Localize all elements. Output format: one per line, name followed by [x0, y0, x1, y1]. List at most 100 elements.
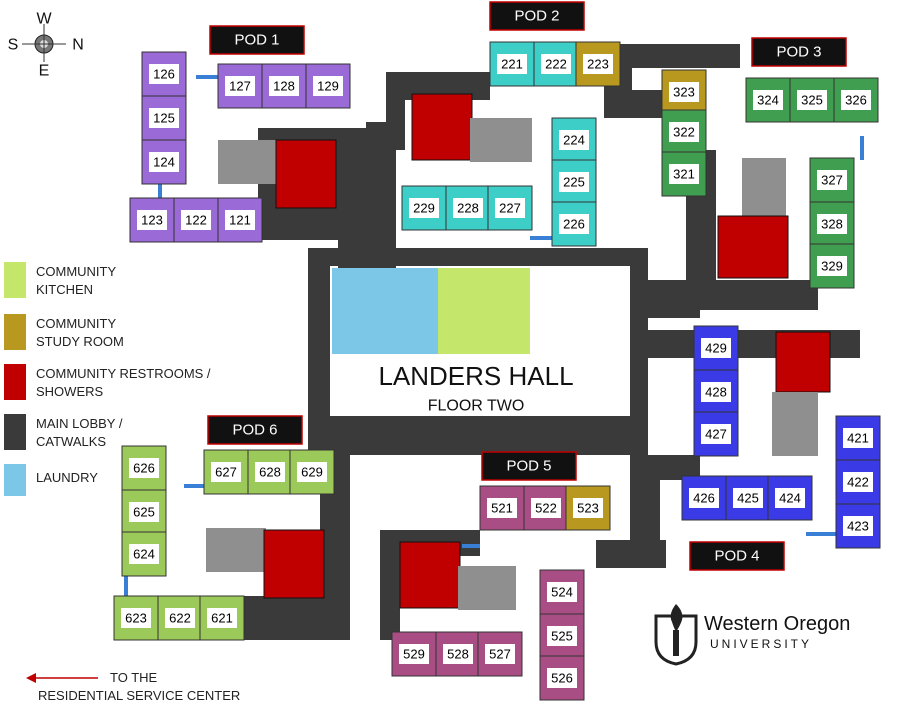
utility-room-pod3 — [742, 158, 786, 218]
pod5-label: POD 5 — [506, 458, 551, 475]
laundry-area — [332, 268, 438, 354]
room-label-box — [559, 214, 589, 234]
room-number: 628 — [259, 465, 281, 480]
room-number: 221 — [501, 57, 523, 72]
room-label-box — [453, 198, 483, 218]
restroom-pod2 — [411, 93, 473, 161]
compass-w: W — [36, 11, 52, 28]
room-number: 129 — [317, 79, 339, 94]
room-number: 424 — [779, 491, 801, 506]
room-label-box — [701, 338, 731, 358]
catwalk-pod5-b — [596, 540, 666, 568]
pod3-label-box — [751, 37, 847, 67]
room-number: 529 — [403, 647, 425, 662]
room-label-box — [181, 210, 211, 230]
room-label-box — [211, 462, 241, 482]
room-label-box — [547, 668, 577, 688]
legend-restroom-line2: SHOWERS — [36, 384, 104, 399]
catwalk-pod2-b — [366, 122, 396, 268]
room-number: 421 — [847, 431, 869, 446]
room-label-box — [843, 472, 873, 492]
room-label-box — [165, 608, 195, 628]
room-number: 523 — [577, 501, 599, 516]
pod1-label-box — [209, 25, 305, 55]
restroom-pod1 — [275, 139, 337, 209]
room-label-box — [689, 488, 719, 508]
directions-line2: RESIDENTIAL SERVICE CENTER — [38, 688, 240, 703]
room-number: 128 — [273, 79, 295, 94]
utility-room-pod5 — [458, 566, 516, 610]
room-label-box — [817, 170, 847, 190]
map-title: LANDERS HALL — [378, 361, 573, 391]
catwalk-pod2-c — [604, 44, 740, 118]
legend-study-line2: STUDY ROOM — [36, 334, 124, 349]
room-number: 325 — [801, 93, 823, 108]
room-label-box — [137, 210, 167, 230]
room-number: 627 — [215, 465, 237, 480]
room-label-box — [129, 502, 159, 522]
pod5-label-box — [481, 451, 577, 481]
room-number: 228 — [457, 201, 479, 216]
room-number: 121 — [229, 213, 251, 228]
torch-shield-icon — [654, 614, 698, 666]
room-number: 327 — [821, 173, 843, 188]
room-label-box — [497, 54, 527, 74]
legend-swatch-lobby — [4, 414, 26, 450]
room-number: 623 — [125, 611, 147, 626]
room-label-box — [701, 382, 731, 402]
room-number: 229 — [413, 201, 435, 216]
room-label-box — [541, 54, 571, 74]
room-label-box — [669, 82, 699, 102]
room-number: 322 — [673, 125, 695, 140]
room-number: 625 — [133, 505, 155, 520]
room-number: 222 — [545, 57, 567, 72]
compass-s: S — [8, 37, 19, 54]
room-label-box — [531, 498, 561, 518]
legend-swatch-study — [4, 314, 26, 350]
room-number: 227 — [499, 201, 521, 216]
room-label-box — [149, 152, 179, 172]
room-number: 524 — [551, 585, 573, 600]
room-label-box — [409, 198, 439, 218]
room-number: 622 — [169, 611, 191, 626]
room-number: 624 — [133, 547, 155, 562]
room-number: 629 — [301, 465, 323, 480]
central-lobby — [308, 248, 648, 455]
directions-line1: TO THE — [110, 670, 158, 685]
room-label-box — [255, 462, 285, 482]
pod3-label: POD 3 — [776, 44, 821, 61]
room-number: 429 — [705, 341, 727, 356]
pod-labels: POD 1 POD 2 POD 3 POD 4 POD 5 POD 6 — [207, 1, 847, 571]
compass-e: E — [39, 63, 50, 80]
room-number: 321 — [673, 167, 695, 182]
utility-rooms — [206, 93, 831, 610]
room-label-box — [559, 130, 589, 150]
room-label-box — [559, 172, 589, 192]
legend-swatch-kitchen — [4, 262, 26, 298]
link-lines — [124, 75, 864, 596]
restroom-pod4 — [775, 331, 831, 393]
room-label-box — [313, 76, 343, 96]
kitchen-area — [438, 268, 530, 354]
map-subtitle: FLOOR TWO — [428, 398, 525, 415]
logo-sub: UNIVERSITY — [710, 637, 812, 651]
room-label-box — [207, 608, 237, 628]
legend-swatch-restroom — [4, 364, 26, 400]
room-number: 329 — [821, 259, 843, 274]
directions-note: TO THE RESIDENTIAL SERVICE CENTER — [26, 670, 240, 703]
room-label-box — [733, 488, 763, 508]
utility-room-pod1 — [218, 140, 278, 184]
catwalk-pod2-d — [604, 90, 666, 118]
utility-room-pod6 — [206, 528, 266, 572]
legend-study-line1: COMMUNITY — [36, 316, 116, 331]
room-label-box — [797, 90, 827, 110]
room-number: 124 — [153, 155, 175, 170]
utility-room-pod4 — [772, 392, 818, 456]
room-number: 127 — [229, 79, 251, 94]
legend-restroom-line1: COMMUNITY RESTROOMS / — [36, 366, 211, 381]
